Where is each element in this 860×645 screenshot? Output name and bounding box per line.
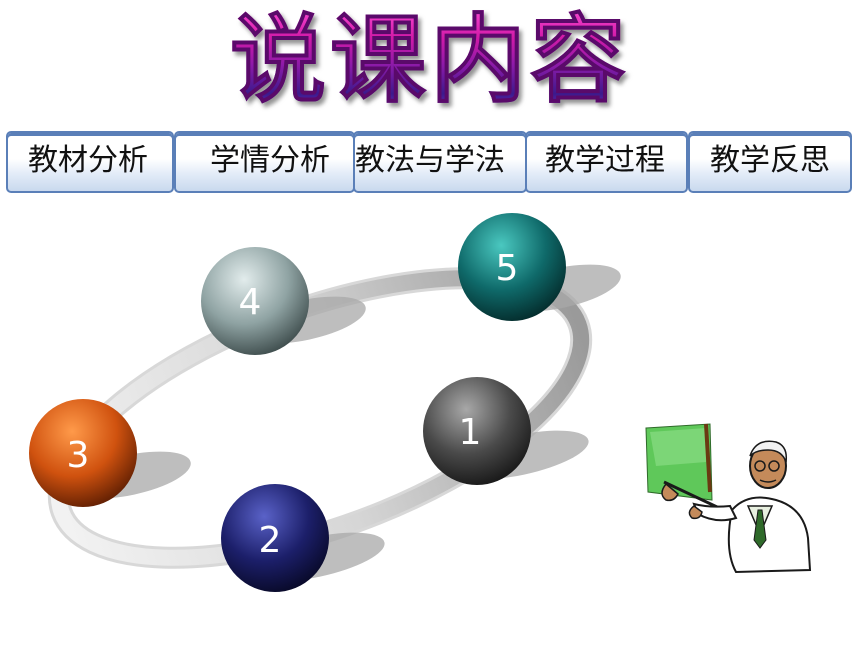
topic-orbit-diagram: 1 2 3 4 5 bbox=[29, 213, 621, 592]
node-ball bbox=[29, 399, 137, 507]
tab-learner-analysis[interactable]: 学情分析 bbox=[174, 131, 355, 193]
topic-tab-bar: 教材分析 学情分析 教法与学法 教学过程 教学反思 bbox=[6, 131, 852, 195]
tab-label: 教学过程 bbox=[545, 143, 665, 178]
node-number: 1 bbox=[459, 412, 482, 453]
node-ball bbox=[221, 484, 329, 592]
tab-label: 教材分析 bbox=[28, 143, 148, 178]
tab-teaching-methods[interactable]: 教法与学法 bbox=[353, 131, 527, 193]
tab-teaching-process[interactable]: 教学过程 bbox=[525, 131, 688, 193]
tab-textbook-analysis[interactable]: 教材分析 bbox=[6, 131, 174, 193]
node-number: 3 bbox=[67, 435, 90, 476]
node-number: 5 bbox=[496, 248, 519, 289]
tab-teaching-reflection[interactable]: 教学反思 bbox=[688, 131, 852, 193]
topic-node-2[interactable]: 2 bbox=[221, 484, 329, 592]
tab-label: 教法与学法 bbox=[355, 143, 505, 178]
tab-label: 教学反思 bbox=[710, 143, 830, 178]
slide-title-text: 说课内容 bbox=[230, 4, 630, 117]
topic-node-4[interactable]: 4 bbox=[201, 247, 309, 355]
node-ball bbox=[423, 377, 531, 485]
topic-node-3[interactable]: 3 bbox=[29, 399, 137, 507]
tab-label: 学情分析 bbox=[210, 143, 330, 178]
node-number: 4 bbox=[239, 282, 262, 323]
node-ball bbox=[201, 247, 309, 355]
node-ball bbox=[458, 213, 566, 321]
slide-title: 说课内容 bbox=[0, 4, 860, 117]
node-number: 2 bbox=[259, 520, 282, 561]
topic-node-1[interactable]: 1 bbox=[423, 377, 531, 485]
teacher-pointing-board-icon bbox=[645, 423, 812, 574]
topic-node-5[interactable]: 5 bbox=[458, 213, 566, 321]
